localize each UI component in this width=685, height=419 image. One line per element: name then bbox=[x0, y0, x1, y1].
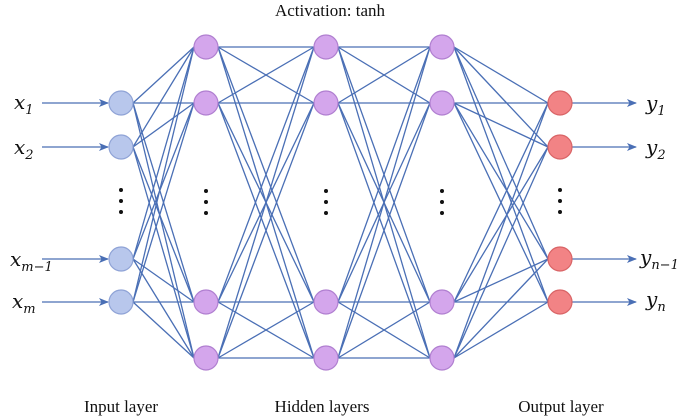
hidden-1-ellipsis-dot-1 bbox=[204, 189, 208, 193]
edge-l4-n2-to-l5-n2 bbox=[453, 102, 549, 148]
edge-l2-n3-to-l3-n1 bbox=[217, 46, 315, 303]
output-label-2: y2 bbox=[645, 135, 666, 163]
connections bbox=[132, 46, 549, 359]
hidden-2-ellipsis-dot-3 bbox=[324, 211, 328, 215]
output-layer-label: Output layer bbox=[518, 397, 604, 416]
output-ellipsis-dot-3 bbox=[558, 210, 562, 214]
input-node-3 bbox=[108, 246, 134, 272]
input-label-2: x2 bbox=[14, 135, 34, 163]
ellipses bbox=[119, 188, 562, 215]
input-node-2 bbox=[108, 134, 134, 160]
output-label-n-minus-1: yn−1 bbox=[639, 245, 679, 273]
hidden-1-ellipsis-dot-3 bbox=[204, 211, 208, 215]
input-layer-label: Input layer bbox=[84, 397, 158, 416]
input-node-1 bbox=[108, 90, 134, 116]
hidden-2-ellipsis-dot-2 bbox=[324, 200, 328, 204]
hidden-1-node-3 bbox=[193, 289, 219, 315]
output-node-4 bbox=[547, 289, 573, 315]
edge-l1-n4-to-l2-n4 bbox=[132, 301, 195, 359]
hidden-2-node-2 bbox=[313, 90, 339, 116]
hidden-2-node-3 bbox=[313, 289, 339, 315]
edge-l4-n3-to-l5-n2 bbox=[453, 146, 549, 303]
hidden-3-node-4 bbox=[429, 345, 455, 371]
output-node-1 bbox=[547, 90, 573, 116]
output-ellipsis-dot-2 bbox=[558, 199, 562, 203]
edge-l2-n4-to-l3-n2 bbox=[217, 102, 315, 359]
edge-l4-n4-to-l5-n2 bbox=[453, 146, 549, 359]
input-ellipsis-dot-1 bbox=[119, 188, 123, 192]
hidden-2-ellipsis-dot-1 bbox=[324, 189, 328, 193]
hidden-1-ellipsis-dot-2 bbox=[204, 200, 208, 204]
edge-l4-n2-to-l5-n3 bbox=[453, 102, 549, 260]
edge-l2-n4-to-l3-n1 bbox=[217, 46, 315, 359]
io-arrows bbox=[42, 99, 637, 306]
edge-l1-n4-to-l2-n1 bbox=[132, 46, 195, 303]
edge-l4-n1-to-l5-n4 bbox=[453, 46, 549, 303]
hidden-layers-label: Hidden layers bbox=[275, 397, 370, 416]
hidden-3-ellipsis-dot-2 bbox=[440, 200, 444, 204]
input-label-1: x1 bbox=[14, 90, 34, 118]
edge-l3-n4-to-l4-n1 bbox=[337, 46, 431, 359]
edge-l1-n2-to-l2-n2 bbox=[132, 102, 195, 148]
output-label-n: yn bbox=[645, 287, 666, 315]
output-label-1: y1 bbox=[645, 91, 666, 119]
hidden-2-node-4 bbox=[313, 345, 339, 371]
hidden-1-node-4 bbox=[193, 345, 219, 371]
edge-l1-n1-to-l2-n1 bbox=[132, 46, 195, 104]
edge-l4-n4-to-l5-n4 bbox=[453, 301, 549, 359]
edge-l4-n3-to-l5-n1 bbox=[453, 102, 549, 303]
edge-l3-n4-to-l4-n3 bbox=[337, 301, 431, 359]
input-ellipsis-dot-3 bbox=[119, 210, 123, 214]
edge-l1-n3-to-l2-n1 bbox=[132, 46, 195, 260]
edge-l1-n1-to-l2-n4 bbox=[132, 102, 195, 359]
hidden-3-ellipsis-dot-1 bbox=[440, 189, 444, 193]
hidden-1-node-2 bbox=[193, 90, 219, 116]
output-node-3 bbox=[547, 246, 573, 272]
edge-l4-n1-to-l5-n3 bbox=[453, 46, 549, 260]
edge-l3-n3-to-l4-n1 bbox=[337, 46, 431, 303]
edge-l2-n4-to-l3-n3 bbox=[217, 301, 315, 359]
diagram-title: Activation: tanh bbox=[275, 1, 386, 20]
hidden-3-node-2 bbox=[429, 90, 455, 116]
edge-l4-n1-to-l5-n2 bbox=[453, 46, 549, 148]
edge-l1-n3-to-l2-n4 bbox=[132, 258, 195, 359]
edge-l4-n3-to-l5-n3 bbox=[453, 258, 549, 303]
edge-l3-n4-to-l4-n2 bbox=[337, 102, 431, 359]
input-ellipsis-dot-2 bbox=[119, 199, 123, 203]
hidden-1-node-1 bbox=[193, 34, 219, 60]
hidden-2-node-1 bbox=[313, 34, 339, 60]
edge-l1-n2-to-l2-n4 bbox=[132, 146, 195, 359]
edge-l1-n3-to-l2-n2 bbox=[132, 102, 195, 260]
edge-l1-n4-to-l2-n2 bbox=[132, 102, 195, 303]
edge-l2-n2-to-l3-n1 bbox=[217, 46, 315, 104]
edge-l1-n3-to-l2-n3 bbox=[132, 258, 195, 303]
output-ellipsis-dot-1 bbox=[558, 188, 562, 192]
edge-l4-n4-to-l5-n3 bbox=[453, 258, 549, 359]
hidden-3-ellipsis-dot-3 bbox=[440, 211, 444, 215]
output-node-2 bbox=[547, 134, 573, 160]
hidden-3-node-3 bbox=[429, 289, 455, 315]
nodes bbox=[108, 34, 573, 371]
hidden-3-node-1 bbox=[429, 34, 455, 60]
edge-l1-n2-to-l2-n3 bbox=[132, 146, 195, 303]
input-label-m: xm bbox=[12, 289, 36, 317]
edge-l4-n4-to-l5-n1 bbox=[453, 102, 549, 359]
edge-l4-n1-to-l5-n1 bbox=[453, 46, 549, 104]
edge-l3-n2-to-l4-n1 bbox=[337, 46, 431, 104]
input-node-4 bbox=[108, 289, 134, 315]
edge-l1-n2-to-l2-n1 bbox=[132, 46, 195, 148]
input-label-m-minus-1: xm−1 bbox=[10, 247, 53, 275]
